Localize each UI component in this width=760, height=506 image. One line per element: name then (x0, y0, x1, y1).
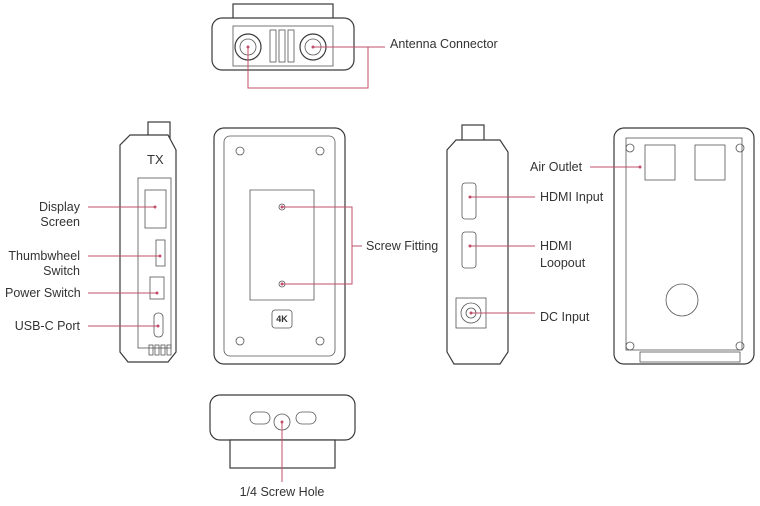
label-antenna-connector: Antenna Connector (390, 37, 498, 51)
front-view (213, 127, 346, 365)
label-usbc-port: USB-C Port (14, 319, 80, 333)
top-view (211, 3, 355, 71)
label-thumbwheel-1: Thumbwheel (8, 249, 80, 263)
label-hdmi-loopout-2: Loopout (540, 256, 586, 270)
usbc-port (153, 312, 164, 338)
left-side-view (119, 121, 177, 363)
power-switch (149, 276, 165, 300)
display-screen (144, 189, 167, 229)
label-air-outlet: Air Outlet (530, 160, 583, 174)
label-thumbwheel-2: Switch (43, 264, 80, 278)
label-hdmi-loopout-1: HDMI (540, 239, 572, 253)
tx-mark: TX (147, 152, 164, 167)
4k-badge: 4K (276, 314, 288, 324)
right-side-view (446, 124, 509, 365)
label-display-screen-1: Display (39, 200, 80, 214)
hdmi-loopout-port (461, 231, 477, 269)
label-hdmi-input: HDMI Input (540, 190, 604, 204)
leader-lines (88, 45, 642, 482)
hdmi-input-port (461, 182, 477, 220)
label-screw-hole: 1/4 Screw Hole (239, 485, 325, 499)
label-screw-fitting: Screw Fitting (366, 239, 439, 253)
air-outlet-vent (644, 144, 676, 181)
label-dc-input: DC Input (540, 310, 590, 324)
label-power-switch: Power Switch (5, 286, 81, 300)
label-display-screen-2: Screen (40, 215, 80, 229)
back-view (613, 127, 755, 365)
thumbwheel-switch (155, 239, 166, 267)
